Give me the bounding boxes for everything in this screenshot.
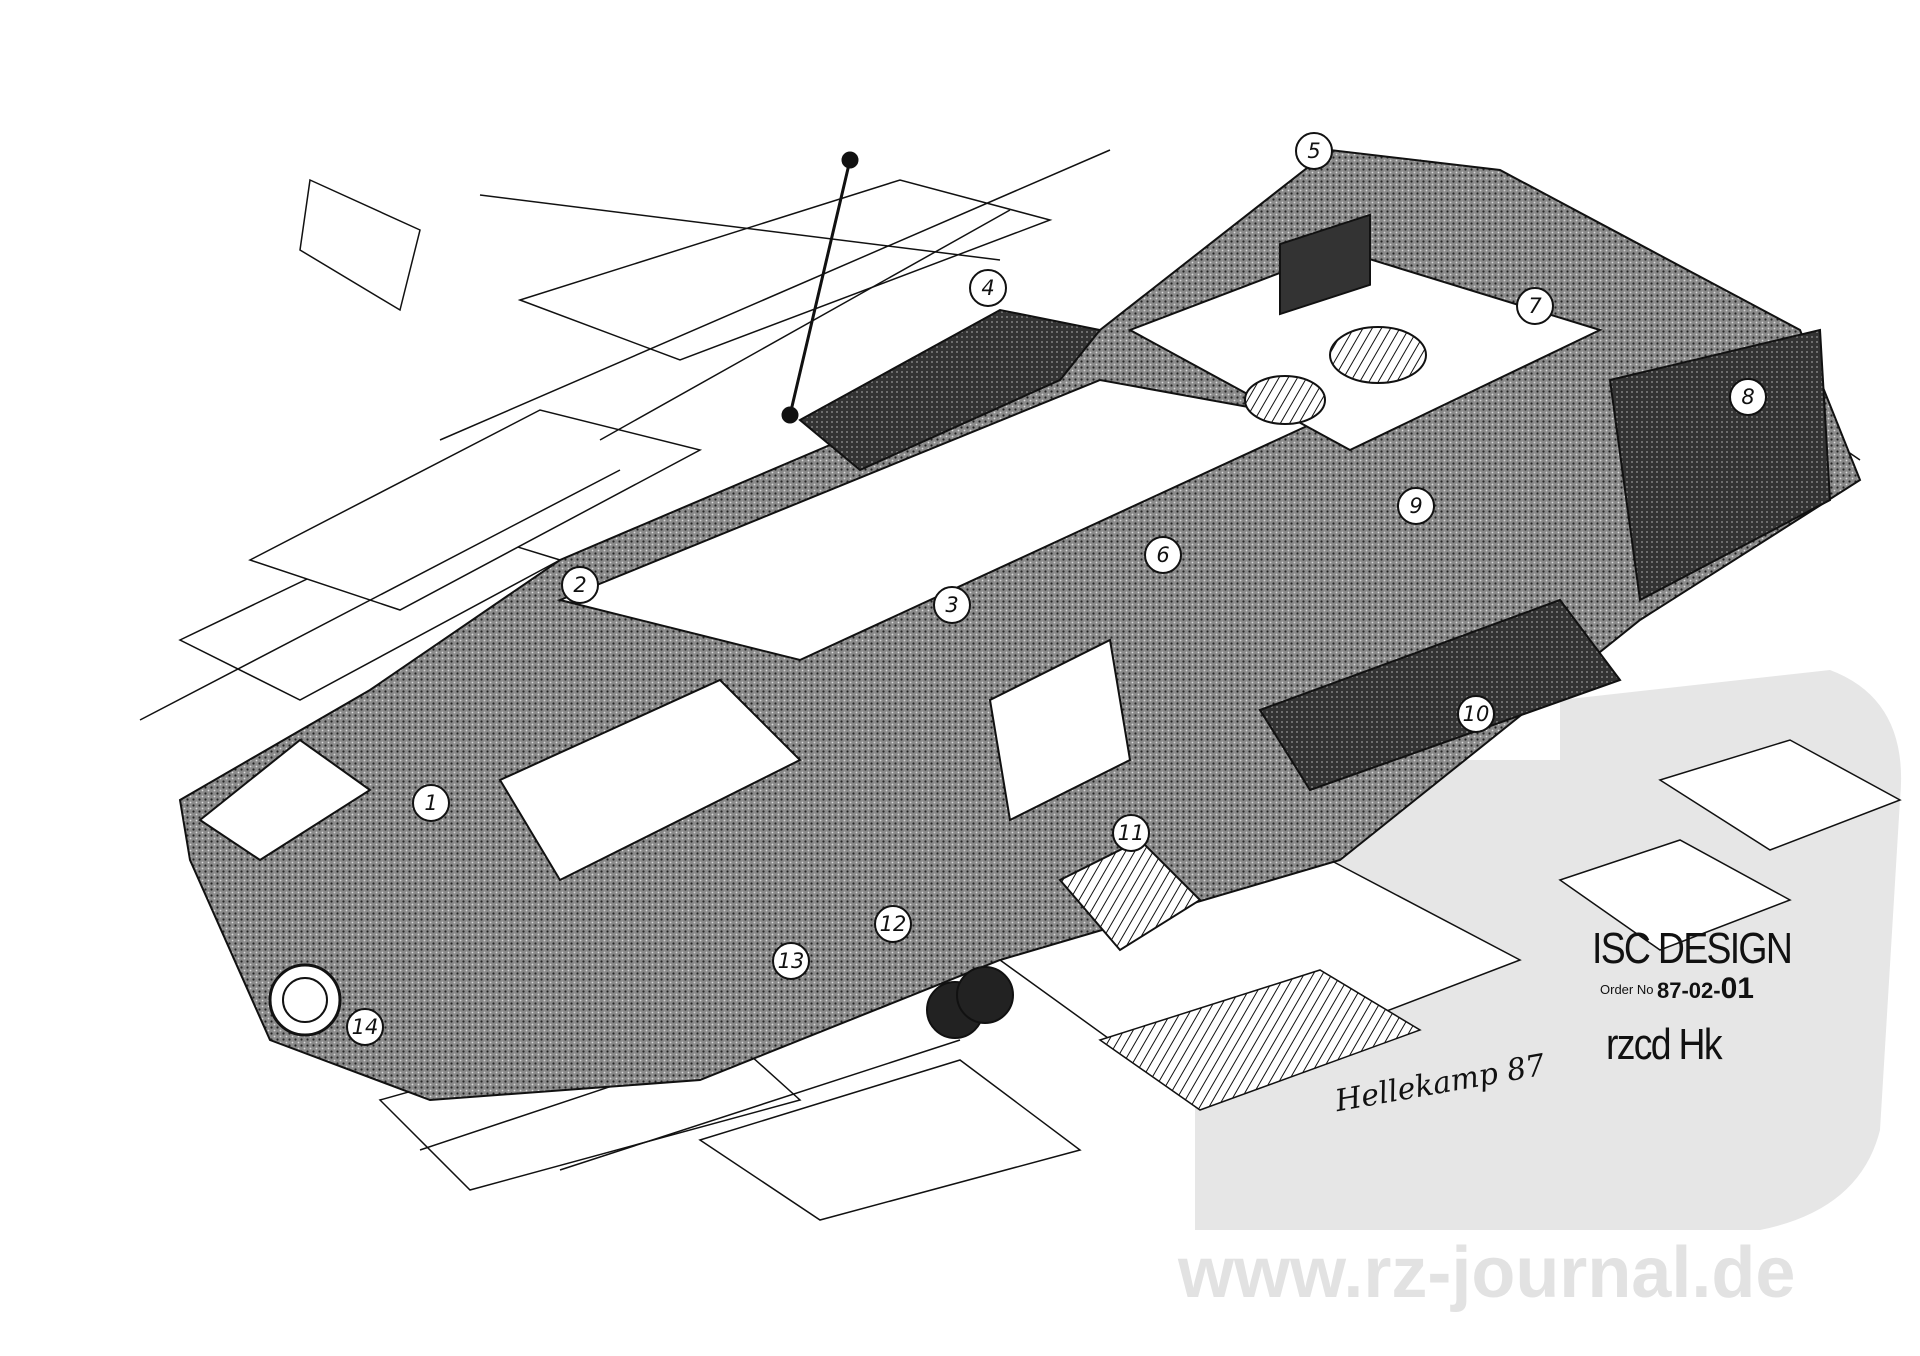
callout-6: 6 xyxy=(1144,536,1182,574)
hangar-structure xyxy=(139,149,1902,1221)
callout-3: 3 xyxy=(933,586,971,624)
ship-hull xyxy=(178,148,1862,1102)
callout-14: 14 xyxy=(346,1008,384,1046)
order-number-prefix: 87-02- xyxy=(1657,978,1721,1003)
callout-2: 2 xyxy=(561,566,599,604)
order-label: Order No xyxy=(1600,982,1654,997)
design-title: ISC DESIGN xyxy=(1592,924,1793,973)
callout-13: 13 xyxy=(772,942,810,980)
order-number-suffix: 01 xyxy=(1720,972,1754,1005)
callout-4: 4 xyxy=(969,269,1007,307)
callout-1: 1 xyxy=(412,784,450,822)
callout-8: 8 xyxy=(1729,378,1767,416)
drawing-code: rzcd Hk xyxy=(1606,1020,1723,1069)
callout-5: 5 xyxy=(1295,132,1333,170)
callout-9: 9 xyxy=(1397,487,1435,525)
callout-10: 10 xyxy=(1457,695,1495,733)
antenna-masts xyxy=(479,151,1011,441)
watermark-url: www.rz-journal.de xyxy=(1178,1233,1796,1313)
order-number: 87-02-01 xyxy=(1657,972,1754,1006)
callout-11: 11 xyxy=(1112,814,1150,852)
callout-12: 12 xyxy=(874,905,912,943)
callout-7: 7 xyxy=(1516,287,1554,325)
